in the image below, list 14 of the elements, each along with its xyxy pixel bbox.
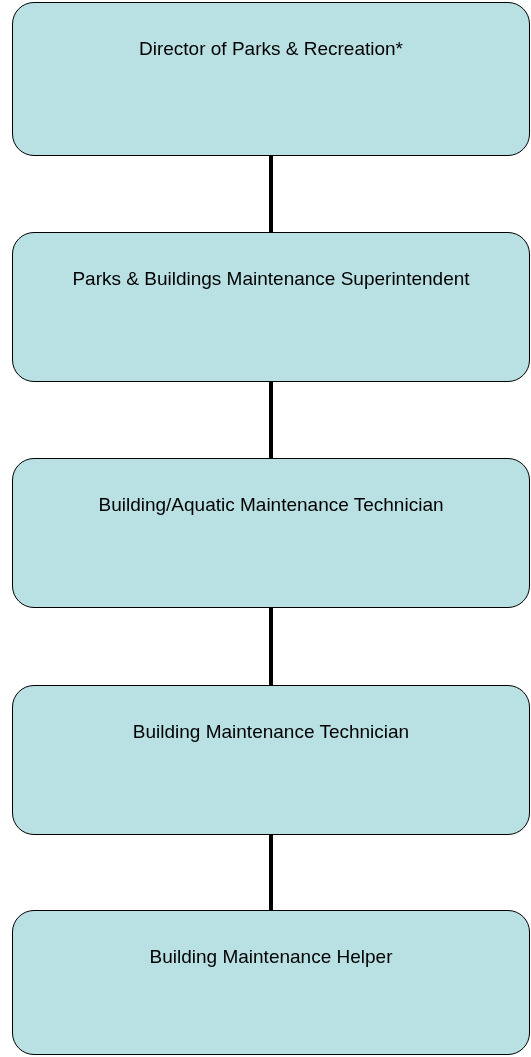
position-box bbox=[12, 2, 530, 156]
position-box bbox=[12, 458, 530, 608]
connector-line bbox=[269, 608, 273, 685]
connector-line bbox=[269, 382, 273, 458]
connector-line bbox=[269, 835, 273, 910]
position-box bbox=[12, 910, 530, 1055]
position-title: Director of Parks & Recreation* bbox=[139, 37, 403, 60]
connector-line bbox=[269, 156, 273, 232]
position-title: Parks & Buildings Maintenance Superintendent bbox=[72, 267, 470, 290]
position-title: Building/Aquatic Maintenance Technician bbox=[98, 493, 444, 516]
position-title: Building Maintenance Technician bbox=[132, 720, 410, 743]
position-title: Building Maintenance Helper bbox=[149, 945, 393, 968]
position-box bbox=[12, 232, 530, 382]
position-box bbox=[12, 685, 530, 835]
